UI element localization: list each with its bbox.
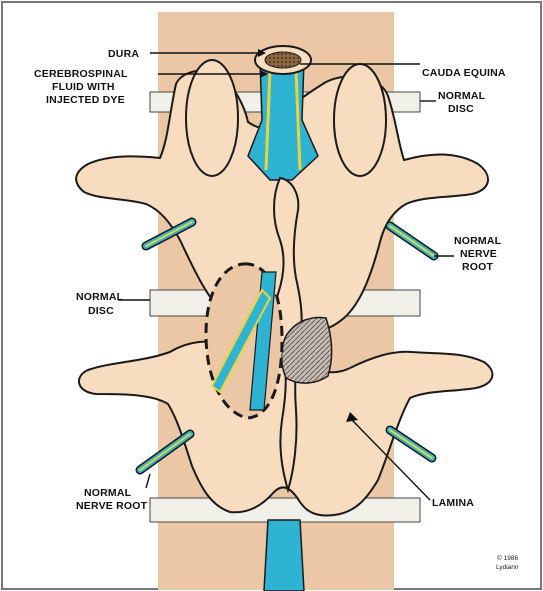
label-csf-line2: FLUID WITH xyxy=(52,81,115,93)
label-cauda-equina: CAUDA EQUINA xyxy=(422,67,506,79)
csf-column-lower xyxy=(264,520,304,591)
label-normal-disc-left-1: NORMAL xyxy=(76,291,124,303)
label-csf-line3: INJECTED DYE xyxy=(46,94,125,106)
facet-left xyxy=(186,60,238,176)
label-normal-disc-right-1: NORMAL xyxy=(438,90,486,102)
label-dura: DURA xyxy=(108,48,139,60)
label-lamina: LAMINA xyxy=(432,497,474,509)
label-normal-nerve-root-left-2: NERVE ROOT xyxy=(76,500,148,512)
copyright-line2: Lydiann xyxy=(496,564,519,571)
disc-lower xyxy=(150,498,420,522)
label-normal-nerve-root-right-1: NORMAL xyxy=(454,235,502,247)
cauda-equina-mesh xyxy=(265,52,301,68)
label-normal-disc-left-2: DISC xyxy=(88,305,114,317)
label-normal-nerve-root-left-1: NORMAL xyxy=(84,487,132,499)
copyright-line1: © 1986 xyxy=(497,554,518,562)
label-normal-nerve-root-right-2: NERVE xyxy=(460,248,497,260)
label-normal-nerve-root-right-3: ROOT xyxy=(462,261,494,273)
label-csf-line1: CEREBROSPINAL xyxy=(34,68,128,80)
facet-right xyxy=(334,64,386,176)
label-normal-disc-right-2: DISC xyxy=(448,103,474,115)
